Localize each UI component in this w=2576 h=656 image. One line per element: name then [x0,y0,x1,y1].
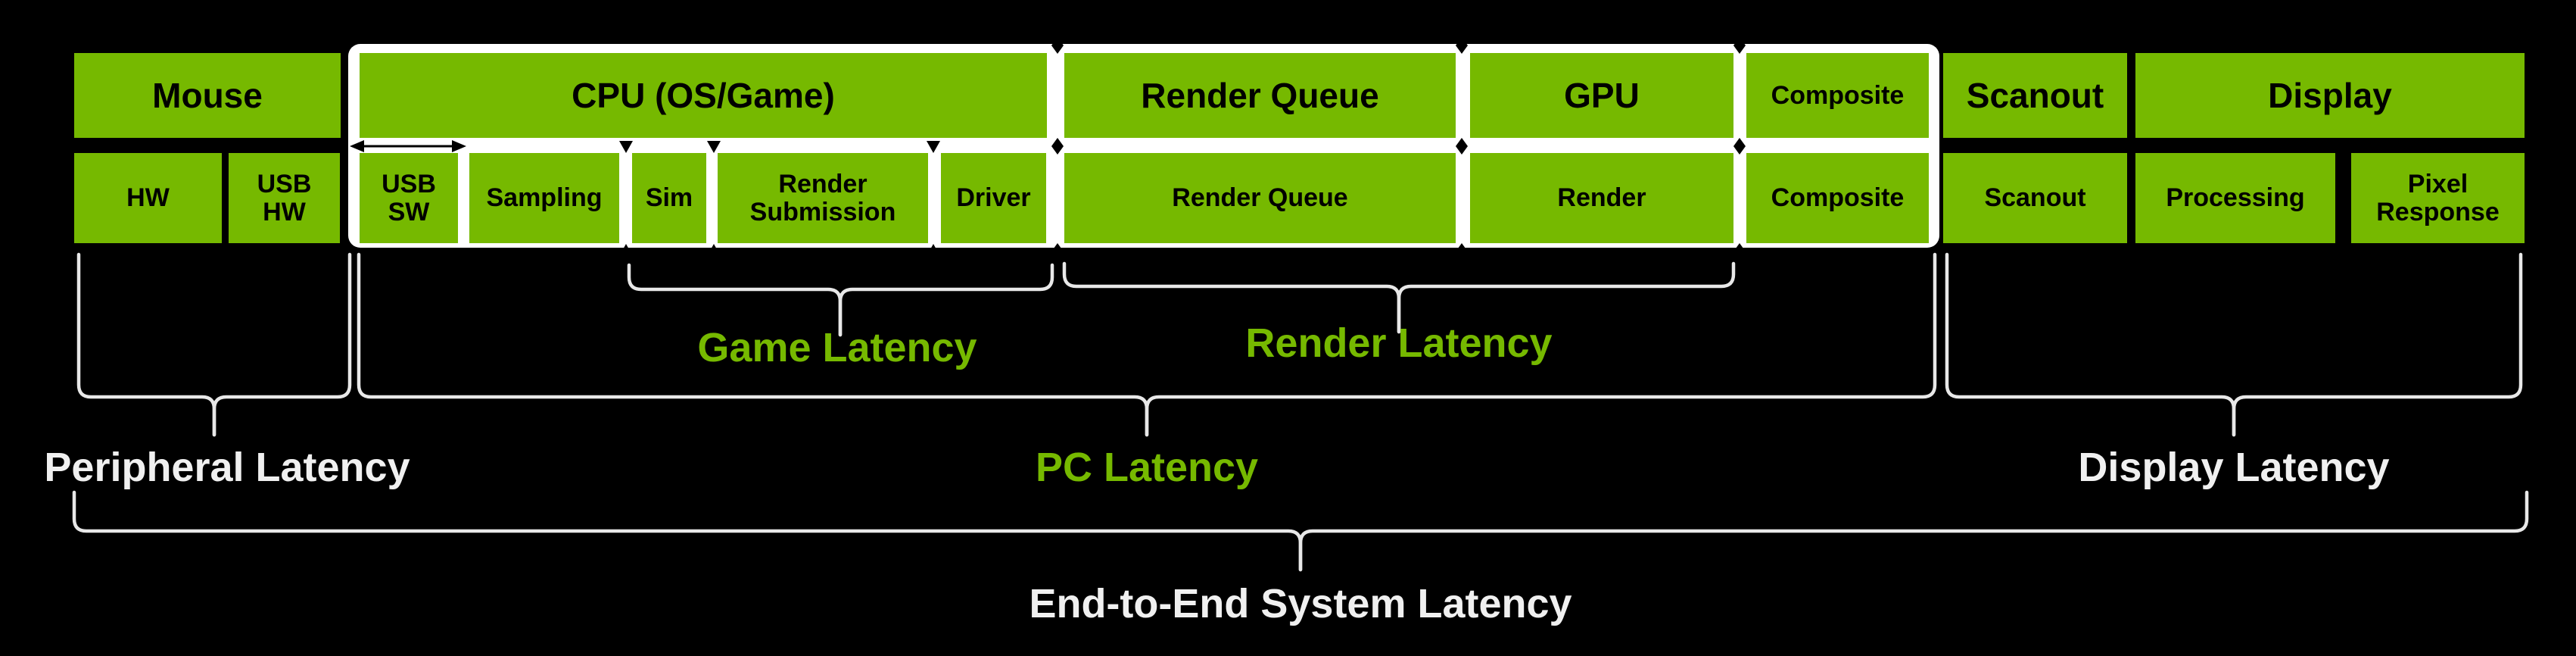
substage-processing: Processing [2135,153,2335,243]
substage-render: Render [1470,153,1733,243]
display-latency-label: Display Latency [2078,445,2390,490]
substage-scanout: Scanout [1943,153,2127,243]
substage-driver: Driver [941,153,1046,243]
stage-scanout: Scanout [1943,53,2127,138]
pc-latency-label: PC Latency [1035,445,1259,490]
display-latency-brace [1945,252,2523,437]
stage-gpu: GPU [1470,53,1733,138]
peripheral-latency-brace [76,252,352,437]
pc-latency-brace [357,252,1937,437]
substage-render-queue: Render Queue [1064,153,1456,243]
game-latency-label: Game Latency [697,325,977,370]
peripheral-latency-label: Peripheral Latency [44,445,410,490]
substage-sim: Sim [632,153,706,243]
stage-mouse: Mouse [74,53,341,138]
substage-sampling: Sampling [469,153,619,243]
render-latency-label: Render Latency [1245,320,1553,366]
stage-composite: Composite [1746,53,1929,138]
substage-composite: Composite [1746,153,1929,243]
substage-pixel-response: Pixel Response [2351,153,2525,243]
end-to-end-latency-label: End-to-End System Latency [1029,581,1572,626]
end-to-end-latency-brace [72,490,2529,572]
substage-render-submission: Render Submission [718,153,928,243]
substage-hw: HW [74,153,222,243]
substage-usb-hw: USB HW [229,153,340,243]
substage-usb-sw: USB SW [360,153,458,243]
stage-cpu: CPU (OS/Game) [360,53,1047,138]
stage-display: Display [2135,53,2525,138]
stage-render-queue: Render Queue [1064,53,1456,138]
